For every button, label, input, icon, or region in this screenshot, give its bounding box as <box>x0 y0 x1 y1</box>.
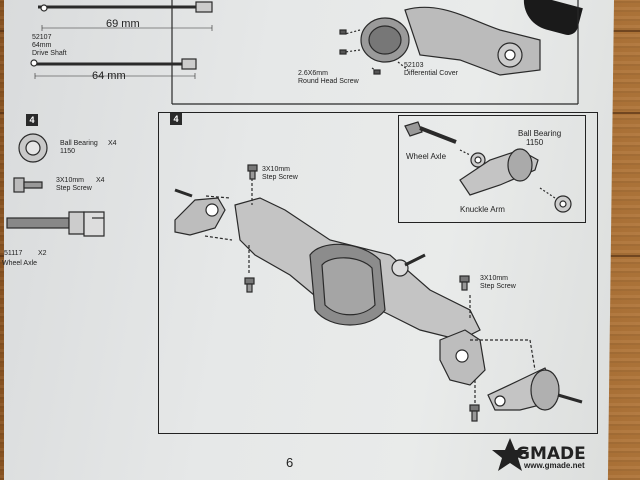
cover-part-no: 52103 <box>404 62 424 69</box>
screw-top-size: 3X10mm <box>262 166 291 173</box>
inset-wheel-axle-label: Wheel Axle <box>406 152 447 161</box>
part-bearing-qty: X4 <box>108 140 117 147</box>
driveshaft-size: 64mm <box>32 42 52 49</box>
step-4-badge: 4 <box>170 113 182 125</box>
screw-name-label: Round Head Screw <box>298 78 359 85</box>
part-axle-spec: Wheel Axle <box>2 260 38 267</box>
part-screw-qty: X4 <box>96 177 105 184</box>
driveshaft-name: Drive Shaft <box>32 50 67 57</box>
inset-bearing-spec: 1150 <box>526 138 544 147</box>
part-screw-name: 3X10mm <box>56 177 85 184</box>
driveshaft-short-length: 64 mm <box>92 70 126 82</box>
cover-name: Differential Cover <box>404 70 458 77</box>
part-axle-qty: X2 <box>38 250 47 257</box>
step-4-panel <box>158 112 598 434</box>
part-screw-spec: Step Screw <box>56 185 92 192</box>
screw-top-name: Step Screw <box>262 174 298 181</box>
driveshaft-long-length: 69 mm <box>106 18 140 30</box>
inset-bearing-label: Ball Bearing <box>518 129 562 138</box>
brand-logo: GMADE <box>516 444 586 464</box>
inset-knuckle-arm-label: Knuckle Arm <box>460 205 505 214</box>
screw-right-name: Step Screw <box>480 283 516 290</box>
screw-size-label: 2.6X6mm <box>298 70 328 77</box>
part-axle-name: 51117 <box>4 250 23 257</box>
part-bearing-spec: 1150 <box>60 148 76 155</box>
detail-inset <box>398 115 586 223</box>
page-number: 6 <box>286 455 294 470</box>
part-bearing-name: Ball Bearing <box>60 140 98 147</box>
screw-right-size: 3X10mm <box>480 275 509 282</box>
brand-url: www.gmade.net <box>524 461 585 470</box>
driveshaft-part-no: 52107 <box>32 34 52 41</box>
parts-list-step-badge: 4 <box>26 114 38 126</box>
